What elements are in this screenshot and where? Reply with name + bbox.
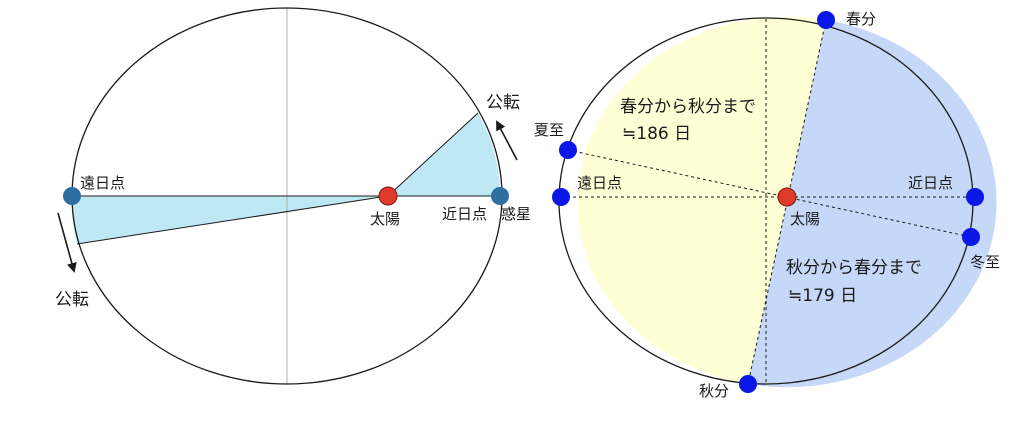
autumnal-equinox-point	[739, 375, 757, 393]
autumnal-equinox-label: 秋分	[699, 382, 729, 400]
sun-to-perihelion-sector-edge	[387, 112, 479, 197]
planet-at-perihelion-point	[491, 187, 509, 205]
spring-to-autumn-text: 春分から秋分まで	[620, 97, 756, 117]
winter-solstice-point	[962, 228, 980, 246]
sun-label: 太陽	[370, 210, 400, 228]
autumn-to-spring-text: 秋分から春分まで	[786, 258, 922, 278]
autumn-to-spring-days: ≒179 日	[788, 286, 857, 306]
planet-label: 惑星	[501, 205, 531, 223]
spring-to-autumn-days: ≒186 日	[622, 124, 691, 144]
aphelion-label: 遠日点	[80, 174, 125, 192]
revolution-arrow-top	[496, 120, 518, 161]
aphelion-point	[552, 188, 570, 206]
sun	[378, 186, 398, 206]
aphelion-point	[63, 187, 81, 205]
solstice-line	[567, 149, 972, 238]
swept-area-near-perihelion	[388, 113, 501, 196]
perihelion-label: 近日点	[908, 174, 953, 192]
right-orbit-diagram: 春分 夏至 遠日点 近日点 太陽 冬至 秋分 春分から秋分まで ≒186 日 秋…	[534, 10, 1000, 400]
revolution-arrow-bottom	[57, 212, 77, 273]
sun-to-aphelion-sector-edge	[76, 195, 389, 245]
sun	[777, 187, 797, 207]
summer-solstice-point	[559, 141, 577, 159]
autumn-to-spring-region	[748, 20, 997, 388]
aphelion-label: 遠日点	[577, 174, 622, 192]
left-orbit-diagram: 遠日点 太陽 近日点 惑星 公転 公転	[55, 7, 531, 385]
perihelion-point	[966, 188, 984, 206]
vernal-equinox-label: 春分	[846, 10, 876, 28]
revolution-label-bottom: 公転	[55, 290, 89, 310]
summer-solstice-label: 夏至	[534, 121, 564, 139]
winter-solstice-label: 冬至	[970, 253, 1000, 271]
revolution-label-top: 公転	[486, 93, 520, 113]
spring-to-autumn-region	[577, 16, 826, 384]
sun-label: 太陽	[790, 210, 820, 228]
perihelion-label: 近日点	[442, 205, 487, 223]
vernal-equinox-point	[817, 11, 835, 29]
